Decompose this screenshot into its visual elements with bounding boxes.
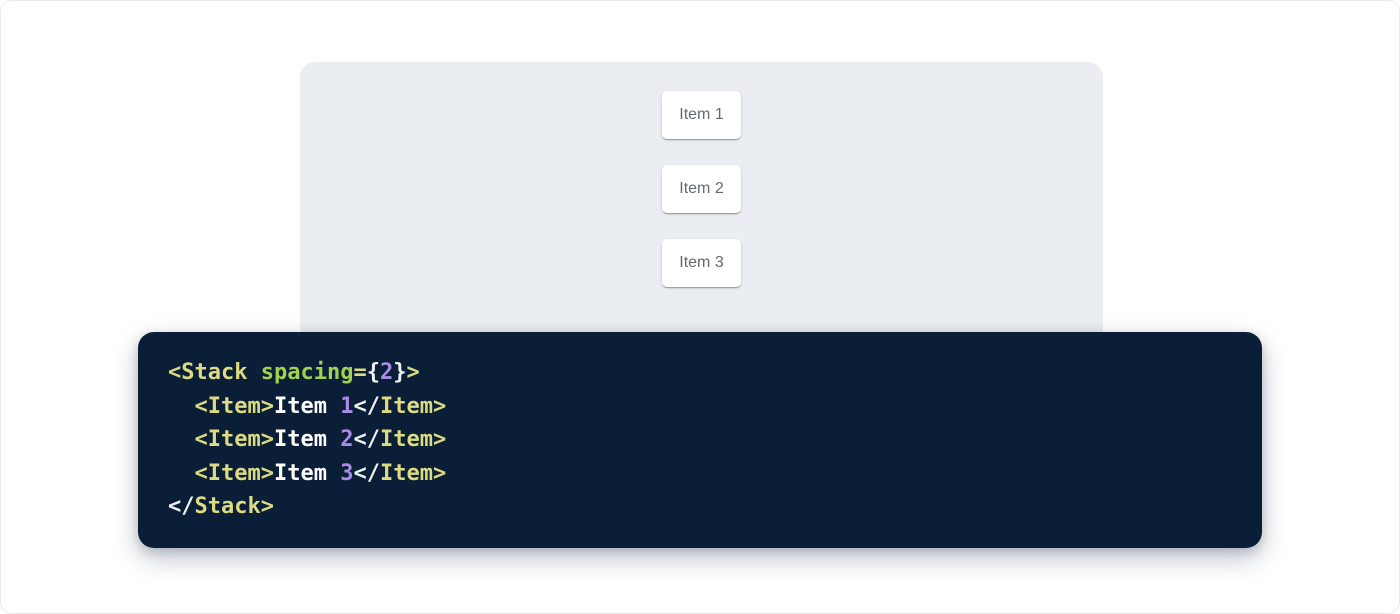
- stack-item-card: Item 3: [662, 239, 741, 287]
- code-token-num: 2: [340, 427, 354, 453]
- code-line: <Item>Item 2</Item>: [168, 423, 1232, 457]
- code-token-num: 2: [379, 360, 394, 385]
- code-token-attr: spacing: [260, 360, 354, 385]
- code-token-punct: </: [168, 494, 195, 520]
- stack-item-card: Item 2: [662, 165, 741, 213]
- code-token-tag: Item>: [379, 393, 447, 419]
- code-token-plain: Item: [273, 460, 341, 486]
- code-token-punct: }: [393, 360, 407, 385]
- code-token-num: 3: [340, 460, 354, 486]
- code-snippet: <Stack spacing={2}> <Item>Item 1</Item> …: [168, 356, 1232, 524]
- code-token-punct: </: [353, 427, 380, 453]
- code-token-plain: [168, 427, 195, 452]
- code-block: <Stack spacing={2}> <Item>Item 1</Item> …: [138, 332, 1262, 548]
- code-line: <Item>Item 3</Item>: [168, 457, 1232, 491]
- code-token-tag: Item>: [379, 427, 447, 453]
- code-token-tag: >: [406, 360, 420, 385]
- stack-demo: Item 1 Item 2 Item 3: [300, 62, 1103, 287]
- code-token-punct: {: [366, 360, 380, 385]
- stack-item-card: Item 1: [662, 91, 741, 139]
- code-token-tag: <Item>: [194, 427, 274, 453]
- code-line: <Item>Item 1</Item>: [168, 390, 1232, 424]
- code-token-plain: Item: [273, 427, 341, 453]
- code-token-plain: [168, 461, 195, 486]
- code-token-tag: Item>: [379, 460, 447, 486]
- code-token-punct: </: [353, 393, 380, 419]
- code-line: <Stack spacing={2}>: [168, 356, 1232, 390]
- code-token-plain: Item: [273, 393, 341, 419]
- code-line: </Stack>: [168, 490, 1232, 524]
- code-token-num: 1: [340, 393, 354, 419]
- code-token-tag: =: [353, 360, 367, 385]
- code-token-plain: [247, 360, 260, 385]
- code-token-plain: [168, 394, 195, 419]
- code-token-tag: <Stack: [168, 360, 248, 385]
- demo-preview-panel: Item 1 Item 2 Item 3: [300, 62, 1103, 342]
- code-token-tag: <Item>: [194, 460, 274, 486]
- code-token-punct: </: [353, 460, 380, 486]
- code-token-tag: <Item>: [194, 393, 274, 419]
- code-token-tag: Stack>: [194, 494, 274, 520]
